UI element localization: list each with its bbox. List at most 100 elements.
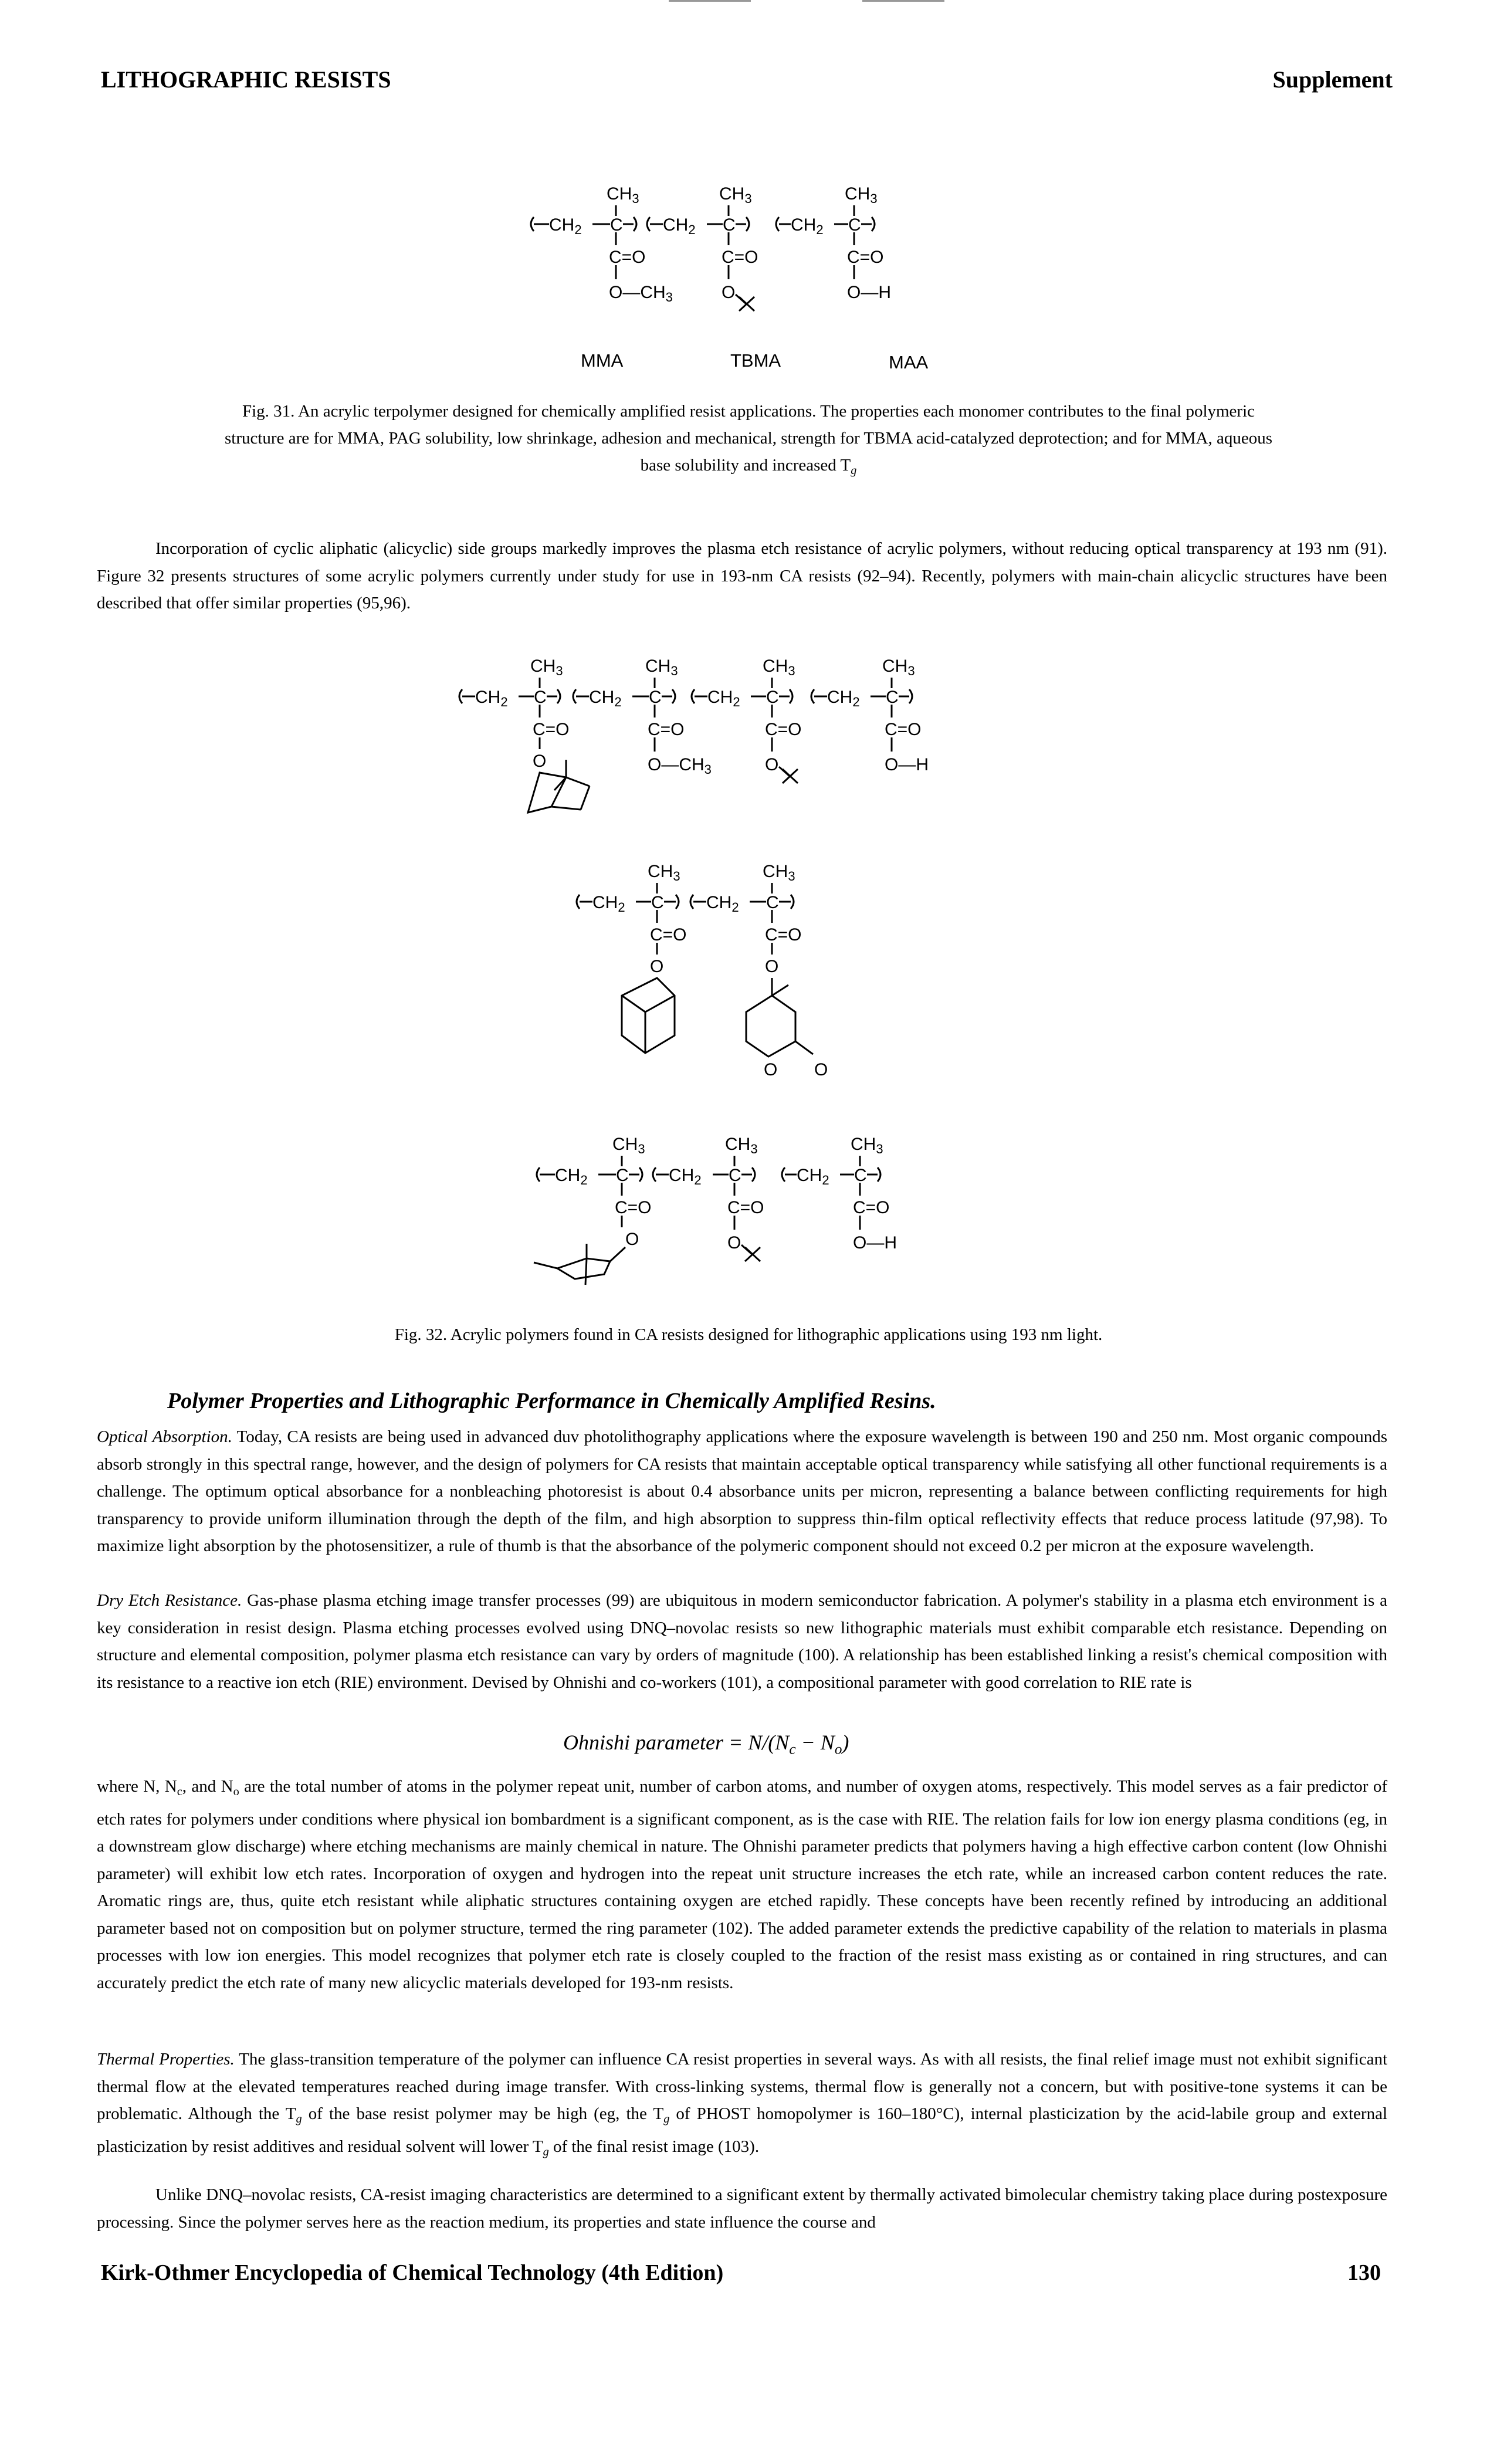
fig32a-co-1: C=O: [533, 720, 570, 739]
formula-sub-o: o: [834, 1741, 842, 1758]
figure-31-structure: CH2 C CH3 C=O O—CH3 CH2 C CH3 C=O O CH2 …: [530, 184, 929, 373]
fig32b-ch3-1: CH3: [648, 862, 680, 884]
fig32c-c-2: C: [729, 1166, 741, 1185]
top-rule-right: [862, 0, 944, 2]
thermal-sub-g3: g: [543, 2145, 549, 2158]
paragraph-bimolecular: Unlike DNQ–novolac resists, CA-resist im…: [97, 2185, 1387, 2232]
fig31-ch3-1: CH3: [607, 184, 639, 206]
fig31-label-tbma: TBMA: [730, 350, 781, 371]
fig32b-ch2-2: CH2: [706, 893, 739, 915]
where-part-2: , and N: [182, 1777, 233, 1796]
fig32b-c-2: C: [766, 893, 779, 912]
fig31-caption-line-3-text: base solubility and increased T: [640, 456, 851, 475]
fig32c-o-1: O: [625, 1230, 639, 1249]
fig32c-c-1: C: [616, 1166, 629, 1185]
fig31-caption-line-1: Fig. 31. An acrylic terpolymer designed …: [242, 402, 1255, 421]
fig31-ch2-2: CH2: [663, 215, 696, 237]
figure-32-caption: Fig. 32. Acrylic polymers found in CA re…: [394, 1325, 1103, 1344]
fig32c-ch3-1: CH3: [612, 1135, 645, 1156]
top-rule-left: [669, 0, 751, 2]
fig31-ch2-3: CH2: [791, 215, 824, 237]
formula-minus: − N: [795, 1731, 835, 1754]
fig32a-oh-4: O—H: [885, 755, 929, 774]
fig32a-co-2: C=O: [648, 720, 685, 739]
fig32a-c-1: C: [534, 688, 547, 707]
fig32a-c-2: C: [649, 688, 662, 707]
fig32b-co-1: C=O: [650, 925, 687, 945]
fig32b-c-1: C: [651, 893, 664, 912]
footer-page-number: 130: [1347, 2260, 1381, 2285]
fig32b-adamantyl-ring: [621, 977, 676, 1054]
formula-eq: = N/(N: [723, 1731, 790, 1754]
fig32c-oh-3: O—H: [853, 1233, 897, 1253]
fig32b-o-2: O: [765, 957, 778, 976]
thermal-runin: Thermal Properties.: [97, 2050, 235, 2069]
fig32c-ch3-2: CH3: [725, 1135, 758, 1156]
fig32b-co-2: C=O: [765, 925, 802, 945]
fig32b-carbonyl-o: O: [814, 1060, 828, 1079]
paragraph-thermal-properties: Thermal Properties. The glass-transition…: [97, 2046, 1387, 2165]
fig32a-och3-2: O—CH3: [648, 755, 712, 777]
formula-sub-c: c: [789, 1741, 796, 1758]
fig32a-isobornyl-ring: [526, 771, 568, 814]
thermal-sub-g1: g: [296, 2113, 302, 2126]
thermal-text-4: of the final resist image (103).: [548, 2137, 760, 2156]
paragraph-ohnishi-explanation: where N, Nc, and No are the total number…: [97, 1773, 1387, 1996]
fig32c-ch3-3: CH3: [851, 1135, 883, 1156]
fig31-caption-line-2: structure are for MMA, PAG solubility, l…: [224, 429, 1273, 448]
fig32c-c-3: C: [854, 1166, 867, 1185]
thermal-text-1: The glass-transition temperature of the …: [97, 2050, 1387, 2123]
formula-lhs: Ohnishi parameter: [563, 1731, 723, 1754]
fig32c-ch2-2: CH2: [669, 1166, 702, 1187]
where-part-1: where N, N: [97, 1777, 177, 1796]
fig31-co-2: C=O: [722, 248, 758, 267]
fig32a-c-3: C: [766, 688, 779, 707]
where-part-3: are the total number of atoms in the pol…: [97, 1777, 1387, 1992]
fig31-caption-subscript: g: [851, 464, 857, 478]
where-sub-o: o: [233, 1785, 239, 1799]
fig32c-ch2-3: CH2: [797, 1166, 829, 1187]
fig32c-menthyl-ring: [533, 1246, 626, 1270]
ohnishi-formula: Ohnishi parameter = N/(Nc − No): [563, 1730, 849, 1758]
figure-32-structure-row-1: CH2 C CH3 C=O O CH2 C CH3 C=O O—CH3 CH2 …: [458, 656, 929, 814]
optical-runin: Optical Absorption.: [97, 1427, 232, 1446]
fig31-co-1: C=O: [609, 248, 646, 267]
fig32b-ch3-2: CH3: [763, 862, 795, 884]
formula-close: ): [842, 1731, 849, 1754]
fig31-co-3: C=O: [847, 248, 884, 267]
figure-32-structure-row-2: CH2 C CH3 C=O O CH2 C CH3 C=O O O O: [575, 862, 828, 1079]
fig32a-co-4: C=O: [885, 720, 922, 739]
fig31-ch3-2: CH3: [719, 184, 752, 206]
fig32b-o-1: O: [650, 957, 663, 976]
fig32c-ch2-1: CH2: [555, 1166, 588, 1187]
thermal-sub-g2: g: [663, 2113, 670, 2126]
fig32b-lactone-ring: [745, 994, 797, 1058]
fig32c-co-2: C=O: [727, 1198, 764, 1217]
fig32a-ch2-2: CH2: [589, 688, 622, 709]
thermal-text-2: of the base resist polymer may be high (…: [302, 2104, 664, 2123]
paragraph-dry-etch: Dry Etch Resistance. Gas-phase plasma et…: [97, 1587, 1387, 1696]
fig32a-ch3-1: CH3: [530, 656, 563, 678]
optical-text: Today, CA resists are being used in adva…: [97, 1427, 1387, 1555]
fig32c-co-1: C=O: [615, 1198, 652, 1217]
fig32a-ch3-4: CH3: [882, 656, 915, 678]
running-header-section: Supplement: [1272, 66, 1393, 93]
fig31-oh-3: O—H: [847, 283, 891, 302]
fig32c-co-3: C=O: [853, 1198, 890, 1217]
fig31-c-3: C: [848, 215, 861, 235]
fig31-c-1: C: [610, 215, 623, 235]
fig32b-ring-o: O: [764, 1060, 777, 1079]
fig32a-co-3: C=O: [765, 720, 802, 739]
fig32a-ch2-4: CH2: [827, 688, 860, 709]
fig32a-o-3: O: [765, 755, 778, 774]
thermal-text-3: of PHOST homopolymer is 160–180°C), inte…: [97, 2104, 1388, 2156]
fig31-o-2: O: [722, 283, 735, 302]
fig32a-ch2-1: CH2: [475, 688, 508, 709]
fig31-label-maa: MAA: [889, 352, 929, 373]
dry-etch-text: Gas-phase plasma etching image transfer …: [97, 1591, 1387, 1692]
fig32c-o-2: O: [727, 1233, 741, 1253]
fig31-ch3-3: CH3: [845, 184, 878, 206]
fig32a-ch3-3: CH3: [763, 656, 795, 678]
fig32a-ch3-2: CH3: [645, 656, 678, 678]
dry-etch-runin: Dry Etch Resistance.: [97, 1591, 242, 1610]
